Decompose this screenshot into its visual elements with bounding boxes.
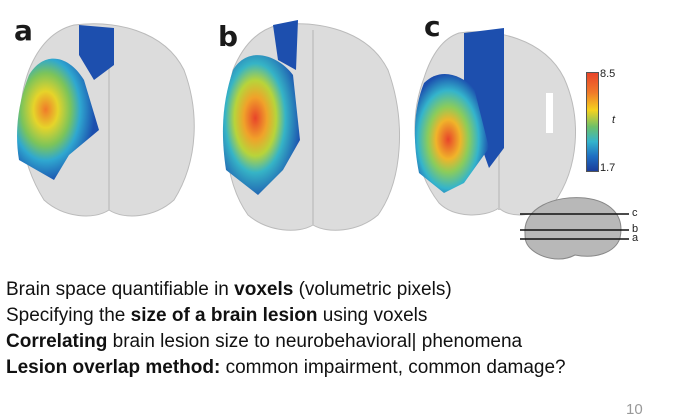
bullet-lesion-size: Specifying the size of a brain lesion us… [6, 305, 428, 326]
panel-label-b: b [218, 20, 239, 53]
colorbar [586, 72, 599, 172]
ventricle [546, 93, 553, 133]
bullet-correlating: Correlating brain lesion size to neurobe… [6, 331, 523, 352]
page-number: 10 [626, 401, 643, 418]
colorbar-min: 1.7 [600, 162, 616, 174]
slice-label-c: c [632, 207, 638, 219]
bullet-overlap-method: Lesion overlap method: common impairment… [6, 357, 566, 378]
brain-slice-c [414, 28, 576, 216]
panel-label-c: c [424, 10, 441, 43]
slice-label-b: b [632, 223, 639, 235]
lateral-brain [520, 197, 629, 260]
slice-label-a: a [632, 232, 639, 244]
bullet-voxels: Brain space quantifiable in voxels (volu… [6, 279, 452, 300]
colorbar-variable: t [612, 114, 616, 126]
colorbar-max: 8.5 [600, 68, 616, 80]
bullet-list: Brain space quantifiable in voxels (volu… [6, 277, 566, 381]
panel-label-a: a [14, 14, 33, 47]
brain-slice-b [222, 20, 400, 231]
brain-slice-a [17, 23, 195, 217]
